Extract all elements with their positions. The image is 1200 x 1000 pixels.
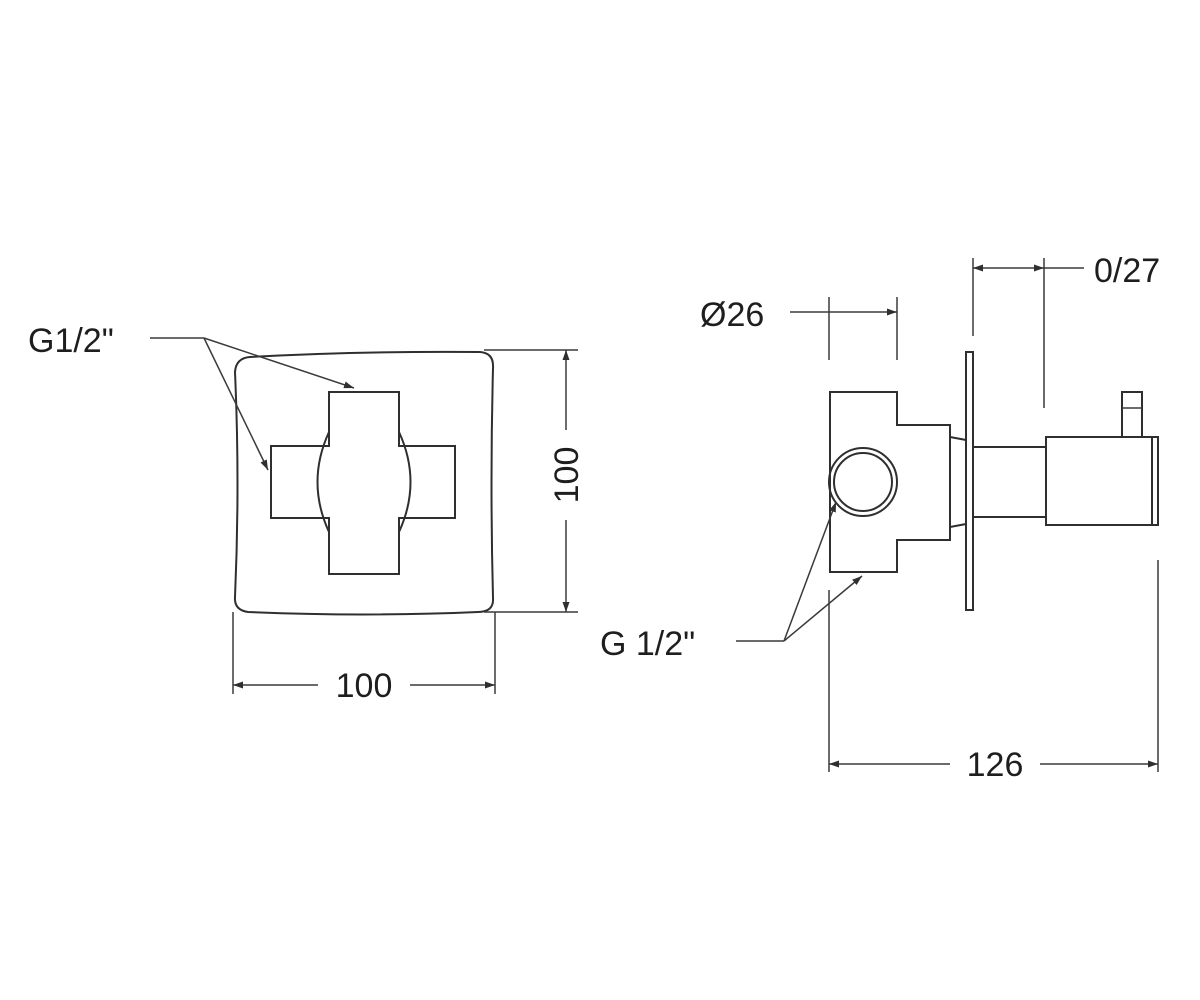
inlet-ring-outer xyxy=(828,447,898,517)
length-dimension: 126 xyxy=(828,560,1159,784)
front-width-dimension: 100 xyxy=(232,612,496,705)
front-thread-callout: G1/2" xyxy=(28,322,355,471)
front-height-label: 100 xyxy=(548,447,586,504)
adjustment-label: 0/27 xyxy=(1094,252,1160,290)
cover-plate xyxy=(233,350,495,616)
side-thread-callout: G 1/2" xyxy=(600,501,863,663)
side-thread-label: G 1/2" xyxy=(600,625,695,663)
handle-cylinder xyxy=(1045,436,1159,526)
front-view: G1/2" 100 100 xyxy=(28,322,586,705)
diameter-dimension: Ø26 xyxy=(700,296,898,360)
front-thread-label: G1/2" xyxy=(28,322,114,360)
length-label: 126 xyxy=(967,746,1024,784)
cross-body xyxy=(270,391,456,575)
diameter-label: Ø26 xyxy=(700,296,764,334)
wall-plate xyxy=(965,351,974,611)
front-height-dimension: 100 xyxy=(484,349,586,613)
side-view: Ø26 0/27 G 1/2" 126 xyxy=(600,252,1160,784)
center-arc-right xyxy=(398,431,412,533)
valve-body xyxy=(829,391,951,573)
collar xyxy=(949,436,967,528)
front-width-label: 100 xyxy=(336,667,393,705)
adjustment-dimension: 0/27 xyxy=(972,252,1160,408)
inlet-ring-inner xyxy=(833,452,893,512)
handle-lever xyxy=(1121,391,1143,437)
center-arc-left xyxy=(316,431,330,533)
